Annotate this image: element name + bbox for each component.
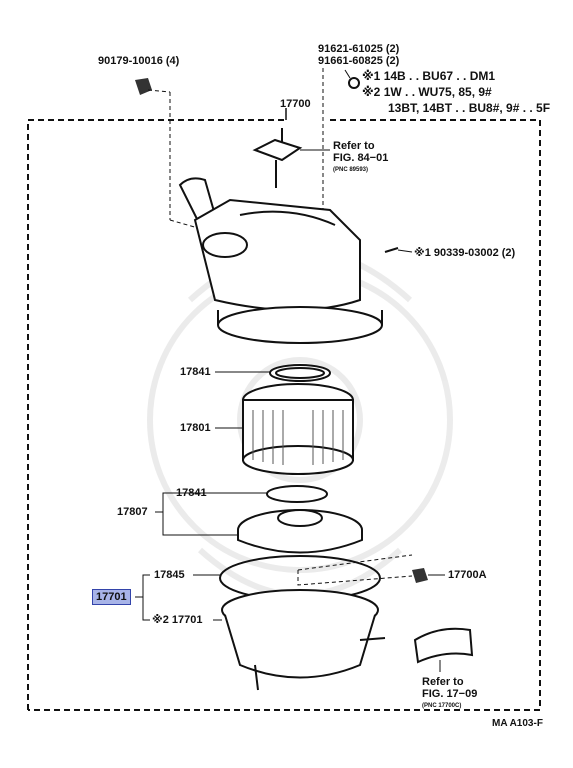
- note2-mark: ※2: [362, 85, 381, 99]
- note2-text-2: 13BT, 14BT . . BU8#, 9# . . 5F: [388, 101, 551, 115]
- gasket-upper-label: 17841: [180, 366, 211, 378]
- hose-clip-icon: [384, 247, 413, 253]
- refer2-line2: FIG. 17−09: [422, 688, 478, 700]
- body-gasket-label: 17845: [154, 569, 185, 581]
- note2: ※2 1W . . WU75, 85, 9#: [362, 86, 492, 98]
- hose-part-label: ※1 90339-03002 (2): [414, 247, 516, 259]
- note1-text: 14B . . BU67 . . DM1: [383, 69, 496, 83]
- assembly-frame: [27, 119, 541, 711]
- cap-subassembly: [237, 509, 363, 554]
- filter-element: [215, 383, 354, 475]
- cap-sub-label: 17807: [117, 506, 148, 518]
- element-label: 17801: [180, 422, 211, 434]
- air-cleaner-body: [213, 589, 386, 691]
- stud-part-label-2: 91661-60825 (2): [318, 55, 400, 67]
- note2-text: 1W . . WU75, 85, 9#: [383, 85, 492, 99]
- note1: ※1 14B . . BU67 . . DM1: [362, 70, 495, 82]
- air-cleaner-cap: [178, 177, 383, 344]
- clamp-label: 17700A: [448, 569, 487, 581]
- highlight-part-label[interactable]: 17701: [92, 589, 131, 605]
- stud-part-label-1: 91621-61025 (2): [318, 43, 400, 55]
- refer1-pnc: (PNC 89593): [333, 167, 369, 173]
- clamp-icon: [297, 554, 445, 586]
- refer1-line1: Refer to: [333, 140, 375, 152]
- bolt-part-label: 90179-10016 (4): [98, 55, 180, 67]
- note1-mark: ※1: [362, 69, 381, 83]
- body-label: ※2 17701: [152, 614, 203, 626]
- stud-icon: [322, 68, 360, 215]
- gasket-upper: [215, 364, 331, 382]
- refer2-line1: Refer to: [422, 676, 464, 688]
- figure-code: MA A103-F: [492, 718, 543, 729]
- refer2-pnc: (PNC 17700C): [422, 703, 462, 709]
- refer1-line2: FIG. 84−01: [333, 152, 389, 164]
- highlight-leader: [135, 574, 150, 621]
- cap-sub-leader: [155, 492, 238, 536]
- gasket-lower-label: 17841: [176, 487, 207, 499]
- intake-duct-icon: [413, 627, 474, 672]
- bracket-icon: [252, 128, 330, 188]
- assembly-label: 17700: [280, 98, 311, 110]
- gasket-lower: [215, 485, 328, 503]
